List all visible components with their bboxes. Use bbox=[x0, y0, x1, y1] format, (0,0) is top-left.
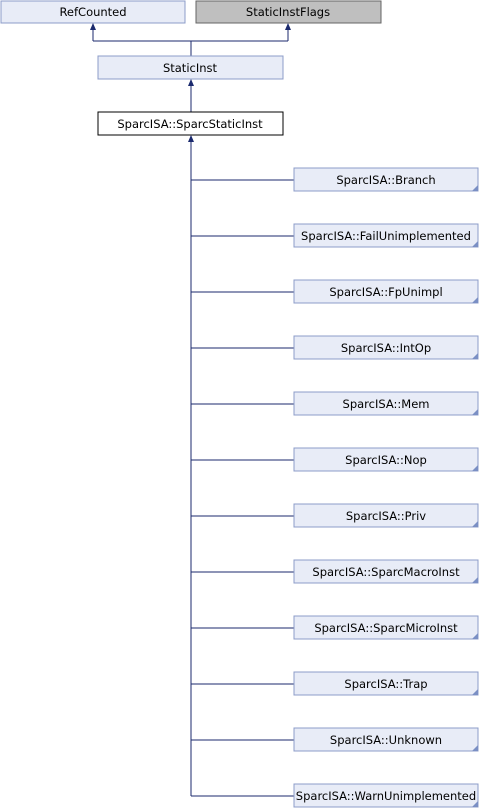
arrowhead bbox=[285, 23, 291, 30]
more-corner-icon bbox=[472, 185, 478, 191]
edge-staticinst-to-parents bbox=[90, 23, 291, 56]
child-node-box bbox=[293, 559, 479, 584]
child-node[interactable]: SparcISA::IntOp bbox=[191, 335, 479, 360]
child-node-label: SparcISA::FailUnimplemented bbox=[301, 229, 471, 243]
child-node[interactable]: SparcISA::FpUnimpl bbox=[191, 279, 479, 304]
child-node[interactable]: SparcISA::Branch bbox=[191, 167, 479, 192]
node-refcounted[interactable]: RefCounted bbox=[0, 0, 186, 24]
node-staticinstflags[interactable]: StaticInstFlags bbox=[195, 0, 382, 24]
child-node-box bbox=[293, 783, 479, 808]
more-corner-icon bbox=[472, 689, 478, 695]
node-staticinst-label: StaticInst bbox=[163, 61, 218, 75]
child-node-box bbox=[293, 279, 479, 304]
child-node-box bbox=[293, 167, 479, 192]
child-node-label: SparcISA::Trap bbox=[344, 677, 427, 691]
child-node[interactable]: SparcISA::Trap bbox=[191, 671, 479, 696]
more-corner-icon bbox=[472, 297, 478, 303]
arrowhead bbox=[188, 135, 194, 142]
more-corner-icon bbox=[472, 241, 478, 247]
more-corner-icon bbox=[472, 521, 478, 527]
child-node-label: SparcISA::IntOp bbox=[341, 341, 431, 355]
node-refcounted-label: RefCounted bbox=[59, 5, 126, 19]
child-node[interactable]: SparcISA::Mem bbox=[191, 391, 479, 416]
child-node-box bbox=[293, 615, 479, 640]
child-node-label: SparcISA::Mem bbox=[343, 397, 430, 411]
child-node-box bbox=[293, 503, 479, 528]
node-sparcstaticinst-label: SparcISA::SparcStaticInst bbox=[117, 117, 263, 131]
child-node[interactable]: SparcISA::SparcMacroInst bbox=[191, 559, 479, 584]
child-node-box bbox=[293, 223, 479, 248]
more-corner-icon bbox=[472, 745, 478, 751]
child-node-label: SparcISA::SparcMicroInst bbox=[314, 621, 458, 635]
child-node-label: SparcISA::Priv bbox=[346, 509, 426, 523]
more-corner-icon bbox=[472, 465, 478, 471]
edge-children-trunk bbox=[188, 135, 194, 796]
child-node[interactable]: SparcISA::Priv bbox=[191, 503, 479, 528]
child-node-label: SparcISA::WarnUnimplemented bbox=[296, 789, 476, 803]
child-node[interactable]: SparcISA::FailUnimplemented bbox=[191, 223, 479, 248]
node-sparcstaticinst[interactable]: SparcISA::SparcStaticInst bbox=[97, 111, 284, 136]
child-node[interactable]: SparcISA::Unknown bbox=[191, 727, 479, 752]
child-node[interactable]: SparcISA::Nop bbox=[191, 447, 479, 472]
child-node-box bbox=[293, 335, 479, 360]
child-node-label: SparcISA::Nop bbox=[345, 453, 427, 467]
child-node[interactable]: SparcISA::WarnUnimplemented bbox=[191, 783, 479, 808]
more-corner-icon bbox=[472, 577, 478, 583]
arrowhead bbox=[188, 79, 194, 86]
more-corner-icon bbox=[472, 801, 478, 807]
child-node-box bbox=[293, 671, 479, 696]
more-corner-icon bbox=[472, 353, 478, 359]
child-node-box bbox=[293, 447, 479, 472]
arrowhead bbox=[90, 23, 96, 30]
child-node-label: SparcISA::Branch bbox=[336, 173, 435, 187]
edge-sparcstaticinst-to-staticinst bbox=[188, 79, 194, 112]
child-node[interactable]: SparcISA::SparcMicroInst bbox=[191, 615, 479, 640]
child-node-label: SparcISA::SparcMacroInst bbox=[312, 565, 460, 579]
more-corner-icon bbox=[472, 633, 478, 639]
child-node-box bbox=[293, 391, 479, 416]
child-node-label: SparcISA::FpUnimpl bbox=[329, 285, 442, 299]
more-corner-icon bbox=[472, 409, 478, 415]
child-node-label: SparcISA::Unknown bbox=[330, 733, 442, 747]
node-staticinstflags-label: StaticInstFlags bbox=[246, 5, 330, 19]
child-nodes: SparcISA::BranchSparcISA::FailUnimplemen… bbox=[191, 167, 479, 808]
node-staticinst[interactable]: StaticInst bbox=[97, 55, 284, 80]
child-node-box bbox=[293, 727, 479, 752]
